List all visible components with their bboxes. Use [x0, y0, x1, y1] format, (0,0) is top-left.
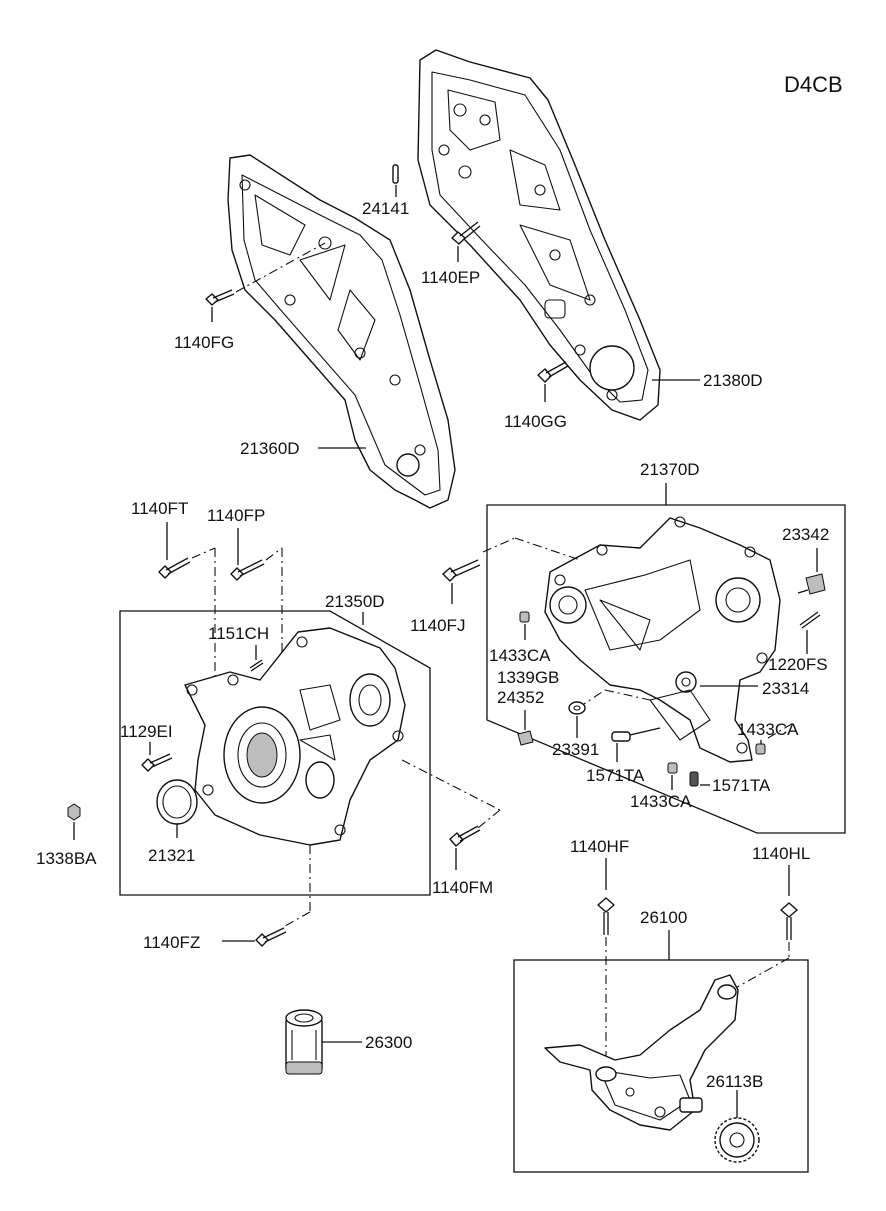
label-1571ta-a: 1571TA	[586, 766, 645, 785]
bolt-1140fg	[205, 289, 235, 306]
label-21360d: 21360D	[240, 439, 300, 458]
label-1433ca-a: 1433CA	[489, 646, 551, 665]
bolt-1140ep	[451, 221, 481, 245]
bolt-1140hl	[780, 902, 798, 940]
label-23391: 23391	[552, 740, 599, 759]
bolt-1140ft	[158, 557, 191, 579]
label-1338ba: 1338BA	[36, 849, 97, 868]
label-26100: 26100	[640, 908, 687, 927]
label-21321: 21321	[148, 846, 195, 865]
label-1140hl: 1140HL	[752, 844, 810, 863]
group-box-26100	[513, 959, 809, 1173]
spring-1571ta-b	[689, 771, 699, 787]
sprocket-26113b	[714, 1117, 760, 1163]
bolt-1140fj	[442, 559, 481, 582]
oil-pump-case-21370d	[544, 516, 781, 763]
label-1129ei: 1129EI	[120, 722, 173, 741]
plug-1433ca-b	[755, 743, 766, 755]
plug-24352	[517, 730, 534, 746]
label-1339gb: 1339GB	[497, 668, 559, 687]
plug-1433ca-c	[667, 762, 678, 774]
bolt-1129ei	[141, 753, 173, 772]
label-21350d: 21350D	[325, 592, 385, 611]
label-1140ep: 1140EP	[421, 268, 480, 287]
screw-1220fs	[799, 611, 821, 629]
label-1571ta-b: 1571TA	[712, 776, 771, 795]
label-21380d: 21380D	[703, 371, 763, 390]
nut-1338ba	[67, 803, 81, 821]
label-23314: 23314	[762, 679, 809, 698]
dowel-pin-24141	[392, 164, 399, 184]
label-1140fm: 1140FM	[432, 878, 493, 897]
label-23342: 23342	[782, 525, 829, 544]
washer-23391	[568, 701, 586, 715]
oil-seal-21321	[156, 779, 198, 825]
label-24352: 24352	[497, 688, 544, 707]
timing-case-front-21350d	[184, 627, 406, 846]
engine-code: D4CB	[784, 72, 843, 97]
label-1433ca-c: 1433CA	[630, 792, 692, 811]
label-1220fs: 1220FS	[768, 655, 828, 674]
label-1140fp: 1140FP	[207, 506, 265, 525]
plug-1433ca-a	[519, 611, 530, 623]
group-box-21370d	[486, 504, 846, 834]
label-1140hf: 1140HF	[570, 837, 629, 856]
oil-filter-26300	[285, 1009, 323, 1075]
bolt-1140hf	[597, 897, 615, 935]
bolt-1140fp	[230, 559, 265, 581]
label-1140fg: 1140FG	[174, 333, 234, 352]
label-1140gg: 1140GG	[504, 412, 567, 431]
timing-belt-cover-upper-21360d	[227, 154, 456, 509]
bolt-1140fz	[255, 927, 287, 947]
label-1140ft: 1140FT	[131, 499, 188, 518]
label-21370d: 21370D	[640, 460, 700, 479]
label-1151ch: 1151CH	[208, 624, 269, 643]
spring-1571ta-a	[611, 727, 661, 742]
oil-strainer-26100	[544, 974, 739, 1131]
bolt-1140fm	[449, 825, 481, 847]
label-26300: 26300	[365, 1033, 412, 1052]
timing-belt-cover-rear-21380d	[417, 49, 661, 421]
label-24141: 24141	[362, 199, 409, 218]
group-box-21350d	[119, 610, 431, 896]
label-1140fz: 1140FZ	[143, 933, 200, 952]
label-26113b: 26113B	[706, 1072, 763, 1091]
label-1140fj: 1140FJ	[410, 616, 465, 635]
label-1433ca-b: 1433CA	[737, 720, 799, 739]
bolt-1140gg	[537, 361, 569, 383]
oil-pressure-switch-23342	[797, 573, 826, 595]
pin-1151ch	[249, 659, 264, 672]
